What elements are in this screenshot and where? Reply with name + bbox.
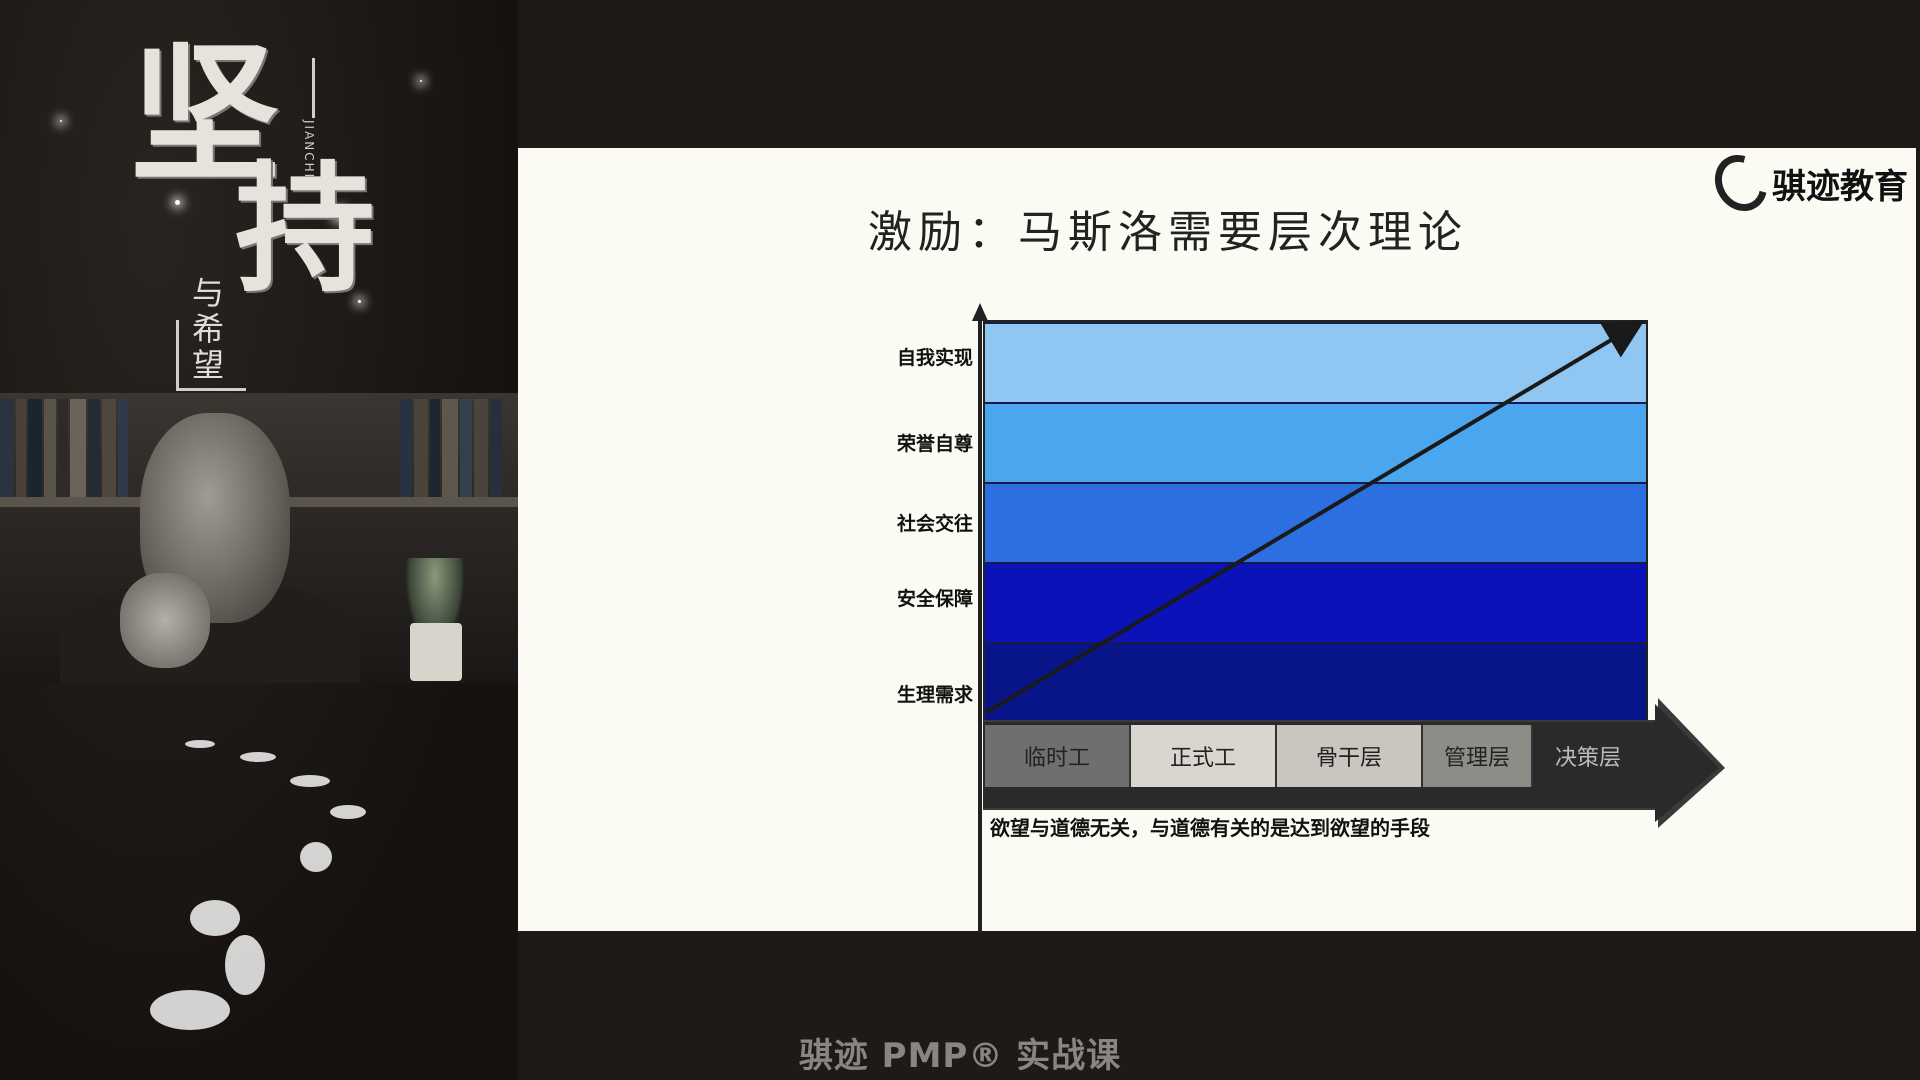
level-label-physiological: 生理需求 bbox=[896, 684, 973, 706]
brand-name: 骐迹教育 bbox=[1772, 166, 1908, 207]
footprint-decoration bbox=[290, 775, 330, 787]
book bbox=[490, 399, 502, 497]
level-band-safety bbox=[985, 562, 1646, 642]
calligraphy-title: 坚 持 bbox=[130, 40, 375, 312]
level-band-esteem bbox=[985, 402, 1646, 482]
y-axis-arrow-icon bbox=[972, 303, 988, 321]
slide-footnote: 欲望与道德无关，与道德有关的是达到欲望的手段 bbox=[990, 816, 1430, 840]
book bbox=[474, 399, 488, 497]
book bbox=[442, 399, 458, 497]
stage-formal: 正式工 bbox=[1131, 725, 1277, 787]
level-label-social: 社会交往 bbox=[896, 513, 973, 535]
needs-levels bbox=[983, 320, 1648, 722]
book bbox=[58, 399, 68, 497]
level-band-self-actualization bbox=[985, 322, 1646, 402]
book bbox=[16, 399, 26, 497]
decorative-line bbox=[176, 320, 179, 390]
decorative-line bbox=[312, 58, 315, 118]
footprint-decoration bbox=[300, 842, 332, 872]
star-decoration bbox=[175, 200, 180, 205]
decorative-line bbox=[176, 388, 246, 391]
book bbox=[400, 399, 412, 497]
plant-pot bbox=[410, 623, 462, 681]
level-label-self-actualization: 自我实现 bbox=[896, 347, 973, 369]
book bbox=[70, 399, 86, 497]
presentation-slide: 激励：马斯洛需要层次理论 骐迹教育 自我实现 荣誉自尊 社会交往 安全保障 生理… bbox=[518, 145, 1916, 933]
book bbox=[28, 399, 42, 497]
footprint-decoration bbox=[185, 740, 215, 748]
book bbox=[44, 399, 56, 497]
calligraphy-subtitle: 与希望 bbox=[192, 274, 225, 384]
stage-temporary: 临时工 bbox=[985, 725, 1131, 787]
career-stages: 临时工 正式工 骨干层 管理层 决策层 bbox=[985, 725, 1643, 787]
calligraphy-char-1: 坚 bbox=[130, 27, 280, 203]
person-hand bbox=[120, 573, 210, 668]
book bbox=[414, 399, 428, 497]
level-band-social bbox=[985, 482, 1646, 562]
level-label-safety: 安全保障 bbox=[896, 588, 973, 610]
trend-arrow bbox=[985, 319, 1645, 714]
webcam-feed bbox=[0, 393, 518, 683]
level-band-physiological bbox=[985, 642, 1646, 722]
footprint-decoration bbox=[150, 990, 230, 1030]
left-decorative-panel: 坚 持 与希望 JIANCHI bbox=[0, 0, 518, 1080]
star-decoration bbox=[60, 120, 62, 122]
book bbox=[430, 399, 440, 497]
book bbox=[118, 399, 128, 497]
book bbox=[0, 399, 14, 497]
star-decoration bbox=[335, 210, 345, 220]
book bbox=[88, 399, 100, 497]
star-decoration bbox=[420, 80, 422, 82]
book bbox=[102, 399, 116, 497]
course-caption: 骐迹 PMP® 实战课 bbox=[798, 1036, 1122, 1076]
trend-line bbox=[985, 319, 1645, 714]
stage-decision: 决策层 bbox=[1533, 725, 1643, 787]
footprint-decoration bbox=[240, 752, 276, 762]
level-label-esteem: 荣誉自尊 bbox=[896, 433, 973, 455]
book bbox=[460, 399, 472, 497]
footprint-decoration bbox=[225, 935, 265, 995]
stage-management: 管理层 bbox=[1423, 725, 1533, 787]
brand-logo: 骐迹教育 bbox=[1704, 145, 1908, 221]
footprint-decoration bbox=[190, 900, 240, 936]
stage-backbone: 骨干层 bbox=[1277, 725, 1423, 787]
calligraphy-char-2: 持 bbox=[235, 148, 375, 312]
y-axis bbox=[978, 318, 982, 933]
footprint-decoration bbox=[330, 805, 366, 819]
slide-title: 激励：马斯洛需要层次理论 bbox=[868, 207, 1468, 258]
star-decoration bbox=[358, 300, 361, 303]
brand-mark-icon bbox=[1704, 145, 1778, 221]
calligraphy-latin: JIANCHI bbox=[302, 120, 316, 180]
